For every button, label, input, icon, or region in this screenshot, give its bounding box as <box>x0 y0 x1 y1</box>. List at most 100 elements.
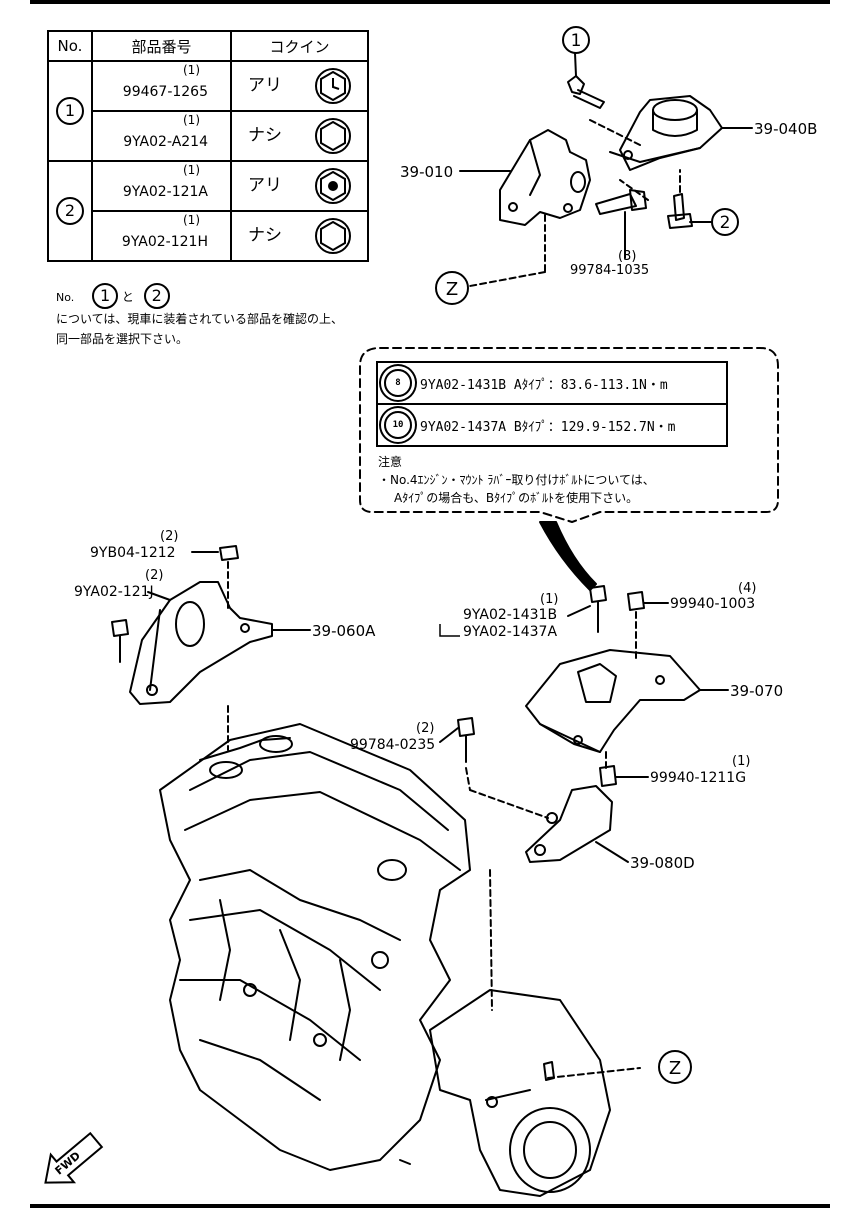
torque-callout-frame <box>359 347 779 523</box>
kokin-cell: アリ <box>230 60 369 112</box>
kokin-cell: ナシ <box>230 110 369 162</box>
label-9YA02-121J-qty: (2) <box>145 568 163 583</box>
bolt-grade-badge: 10 <box>384 411 412 439</box>
header-no: No. <box>47 30 93 62</box>
part-number-cell: (1) 99467-1265 <box>91 60 232 112</box>
label-99784-1035: 99784-1035 <box>570 263 649 278</box>
torque-spec-box: 8 9YA02-1431B Aﾀｲﾌﾟ：83.6-113.1N・m 10 9YA… <box>376 361 728 447</box>
group-no-cell: 1 <box>47 60 93 162</box>
note-line-1: No. 1 と 2 <box>56 283 343 309</box>
quantity: (1) <box>183 163 200 177</box>
bolt-99784-1035 <box>595 189 647 259</box>
group-number-2: 2 <box>56 197 84 225</box>
header-kokin: コクイン <box>230 30 369 62</box>
torque-row-a: 8 9YA02-1431B Aﾀｲﾌﾟ：83.6-113.1N・m <box>378 363 726 403</box>
bottom-border <box>30 1204 830 1208</box>
part-number: 9YA02-A214 <box>123 134 208 150</box>
label-99940-1003: 99940-1003 <box>670 596 755 612</box>
kokin-value: アリ <box>248 75 282 96</box>
label-9YA02-1437A: 9YA02-1437A <box>463 624 557 640</box>
caution-line-1: ・No.4ｴﾝｼﾞﾝ・ﾏｳﾝﾄ ﾗﾊﾞｰ取り付けﾎﾞﾙﾄについては、 <box>378 473 655 487</box>
bolt-callout-1 <box>567 52 605 109</box>
quantity: (1) <box>183 63 200 77</box>
note-line-3: 同一部品を選択下さい。 <box>56 332 189 346</box>
callout-2-number: 2 <box>720 213 731 233</box>
label-39-040B: 39-040B <box>754 120 817 138</box>
callout-pointer <box>539 521 597 591</box>
kokin-value: ナシ <box>248 225 282 246</box>
label-99784-0235: 99784-0235 <box>350 737 435 753</box>
table-row: (1) 9YA02-121H ナシ <box>48 210 369 262</box>
quantity: (1) <box>183 213 200 227</box>
bolt-9YB04-1212 <box>219 545 239 561</box>
part-number-cell: (1) 9YA02-121A <box>91 160 232 212</box>
group-number-1: 1 <box>56 97 84 125</box>
plain-bolt-head-icon <box>315 118 352 154</box>
label-99940-1003-qty: (4) <box>738 581 756 596</box>
bolt-9YA02-121J <box>111 619 129 663</box>
engine-assembly <box>159 723 471 1171</box>
part-number: 9YA02-121A <box>122 184 208 200</box>
part-number: 99467-1265 <box>122 84 208 100</box>
callout-1-number: 1 <box>571 31 582 51</box>
table-row: 1 (1) 99467-1265 アリ <box>47 60 369 162</box>
z-top-letter: Z <box>446 279 458 300</box>
table-header-row: No. 部品番号 コクイン <box>47 30 369 62</box>
note-line-2: については、現車に装着されている部品を確認の上、 <box>56 312 344 326</box>
table-row: (1) 9YA02-A214 ナシ <box>48 110 369 162</box>
plain-bolt-head-icon <box>315 218 352 254</box>
bolt-callout-2 <box>667 193 693 229</box>
z-marker-top <box>435 271 469 305</box>
torque-text: 9YA02-1437A Bﾀｲﾌﾟ：129.9-152.7N・m <box>420 419 676 435</box>
label-99784-1035-qty: (3) <box>618 249 636 264</box>
transmission-housing <box>429 989 611 1197</box>
label-9YA02-121J: 9YA02-121J <box>74 584 154 600</box>
label-99940-1211G-qty: (1) <box>732 754 750 769</box>
torque-row-b: 10 9YA02-1437A Bﾀｲﾌﾟ：129.9-152.7N・m <box>378 403 726 445</box>
parts-table: No. 部品番号 コクイン 1 (1) 99467-1265 アリ (1) 9YA0… <box>47 30 369 262</box>
torque-text: 9YA02-1431B Aﾀｲﾌﾟ：83.6-113.1N・m <box>420 377 668 393</box>
label-39-060A: 39-060A <box>312 622 376 640</box>
bolt-99784-0235 <box>457 717 475 763</box>
marked-bolt-head-icon <box>315 168 352 204</box>
kokin-cell: ナシ <box>230 210 369 262</box>
group-no-cell: 2 <box>47 160 93 262</box>
mount-39-060A <box>129 581 273 705</box>
mount-39-040B <box>609 95 723 171</box>
note-prefix: No. <box>56 291 75 304</box>
part-number: 9YA02-121H <box>121 234 208 250</box>
forward-arrow-icon <box>44 1131 104 1184</box>
mount-39-070 <box>525 649 701 753</box>
bolt-9YA02-1431B <box>589 585 607 633</box>
kokin-value: ナシ <box>248 125 282 146</box>
table-row: 2 (1) 9YA02-121A アリ <box>47 160 369 262</box>
bolt-grade-badge: 8 <box>384 369 412 397</box>
caution-line-2: Aﾀｲﾌﾟの場合も、Bﾀｲﾌﾟのﾎﾞﾙﾄを使用下さい。 <box>394 491 639 505</box>
label-9YB04-1212: 9YB04-1212 <box>90 545 176 561</box>
kokin-cell: アリ <box>230 160 369 212</box>
caution-note: 注意 ・No.4ｴﾝｼﾞﾝ・ﾏｳﾝﾄ ﾗﾊﾞｰ取り付けﾎﾞﾙﾄについては、 Aﾀ… <box>378 453 655 507</box>
selection-note: No. 1 と 2 については、現車に装着されている部品を確認の上、 同一部品を… <box>56 283 343 349</box>
note-circle-2: 2 <box>143 283 170 309</box>
nut-99940-1003 <box>627 591 645 611</box>
label-99940-1211G: 99940-1211G <box>650 770 746 786</box>
quantity: (1) <box>183 113 200 127</box>
note-joiner: と <box>121 290 134 304</box>
callout-circle-2 <box>711 208 739 236</box>
label-1431B-qty: (1) <box>540 592 558 607</box>
caution-title: 注意 <box>378 455 403 469</box>
bracket-39-010 <box>499 129 591 226</box>
label-9YB04-1212-qty: (2) <box>160 529 178 544</box>
callout-circle-1 <box>562 26 590 54</box>
part-number-cell: (1) 9YA02-A214 <box>91 110 232 162</box>
bracket-39-080D <box>525 785 613 863</box>
label-39-070: 39-070 <box>730 682 783 700</box>
label-39-080D: 39-080D <box>630 854 695 872</box>
top-border <box>30 0 830 4</box>
header-part-number: 部品番号 <box>91 30 232 62</box>
label-9YA02-1431B: 9YA02-1431B <box>463 607 557 623</box>
kokin-value: アリ <box>248 175 282 196</box>
marked-bolt-head-icon <box>315 68 352 104</box>
z-marker-bottom <box>658 1050 692 1084</box>
